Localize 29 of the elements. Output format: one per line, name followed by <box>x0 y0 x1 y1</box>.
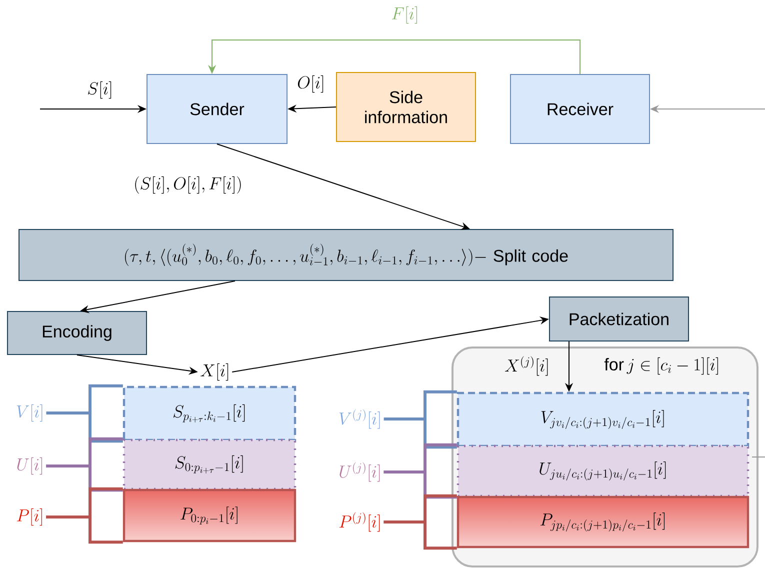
edge-label: $F[i]$ <box>392 6 418 24</box>
receiver-box: Receiver <box>510 74 650 144</box>
segment-box: $U_{ju_i/c_i:(j+1)u_i/c_i-1}[i]$ <box>456 444 750 498</box>
split-code-box: $(\tau,t,\langle(u_0^{(*)},b_0,\ell_0,f_0,\ldots,u_{i-1}^{(*)},b_{i-1},\ell_{i-1},f_{i-1},\ldots\rangle)-$ Split code <box>18 229 674 281</box>
edge-label: $S[i]$ <box>88 81 112 99</box>
segment-box: $P_{jp_i/c_i:(j+1)p_i/c_i-1}[i]$ <box>456 496 750 548</box>
signal-label: $V^{(j)}[i]$ <box>339 409 380 429</box>
signal-label: $U[i]$ <box>17 457 42 475</box>
signal-label: $U^{(j)}[i]$ <box>340 462 380 482</box>
bracket-line <box>382 494 458 550</box>
segment-box: $V_{jv_i/c_i:(j+1)v_i/c_i-1}[i]$ <box>456 392 750 448</box>
edge-label: $O[i]$ <box>298 75 324 93</box>
segment-box: $S_{0:p_{i+\tau}-1}[i]$ <box>122 438 296 490</box>
sender-box: Sender <box>146 74 288 144</box>
edge-label: $(S[i],O[i],F[i])$ <box>135 176 241 194</box>
signal-label: $P[i]$ <box>17 508 42 526</box>
encoding-box: Encoding <box>7 311 147 355</box>
bracket-line <box>44 487 124 544</box>
bracket-line <box>44 384 124 443</box>
bracket-line <box>44 437 124 492</box>
signal-label: $V[i]$ <box>16 404 42 422</box>
bracket-line <box>382 443 458 499</box>
signal-label: $P^{(j)}[i]$ <box>339 512 380 532</box>
side-information-box: Side information <box>336 72 476 142</box>
segment-box: $P_{0:p_i-1}[i]$ <box>122 488 296 542</box>
segment-box: $S_{p_{i+\tau}:k_i-1}[i]$ <box>122 386 296 442</box>
packetization-box: Packetization <box>549 296 689 342</box>
signal-label: $X[i]$ <box>200 363 228 381</box>
bracket-line <box>382 390 458 449</box>
